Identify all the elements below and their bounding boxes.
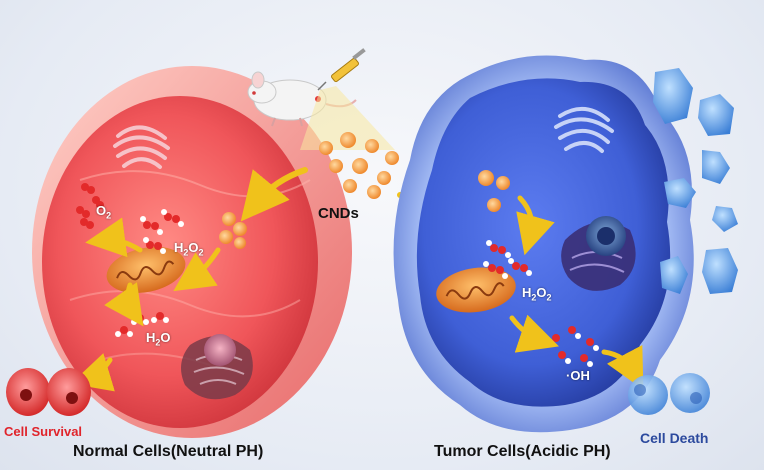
hydroxyl-radicals [547,326,599,367]
h2o2-label-tumor: H2O2 [522,285,552,303]
nucleus-tumor [561,216,636,291]
cell-death-label: Cell Death [640,430,709,446]
mitochondrion-tumor [436,267,516,313]
hydroxyl-label: ·OH [566,368,590,383]
injection-spray-cone [300,86,395,150]
cnds-label: CNDs [318,205,359,222]
arrow-to-normal-cell [240,167,308,222]
cell-survival-label: Cell Survival [4,424,83,439]
h2o2-molecules-tumor [483,240,532,279]
h2o-label: H2O [146,330,171,348]
h2o2-label-normal: H2O2 [174,240,204,258]
o2-label: O2 [96,203,112,221]
mitochondrion-normal [106,246,186,294]
mouse-illustration [247,71,357,127]
h2o2-molecules-normal [140,209,184,254]
surviving-red-cells [6,368,91,416]
golgi-apparatus-normal [113,125,170,169]
tumor-fragments [653,68,738,294]
syringe-icon [317,48,366,91]
arrows-normal [70,217,221,392]
golgi-apparatus-tumor [554,107,614,153]
nucleus-normal [181,334,253,400]
nanodots-tumor [478,170,510,212]
dead-tumor-cells [628,373,710,415]
tumor-cells-caption: Tumor Cells(Acidic PH) [434,443,611,460]
normal-cells-caption: Normal Cells(Neutral PH) [73,443,264,460]
nanodots-normal [219,212,247,249]
arrows-tumor [509,195,644,390]
cnds-nanodots [319,132,399,199]
